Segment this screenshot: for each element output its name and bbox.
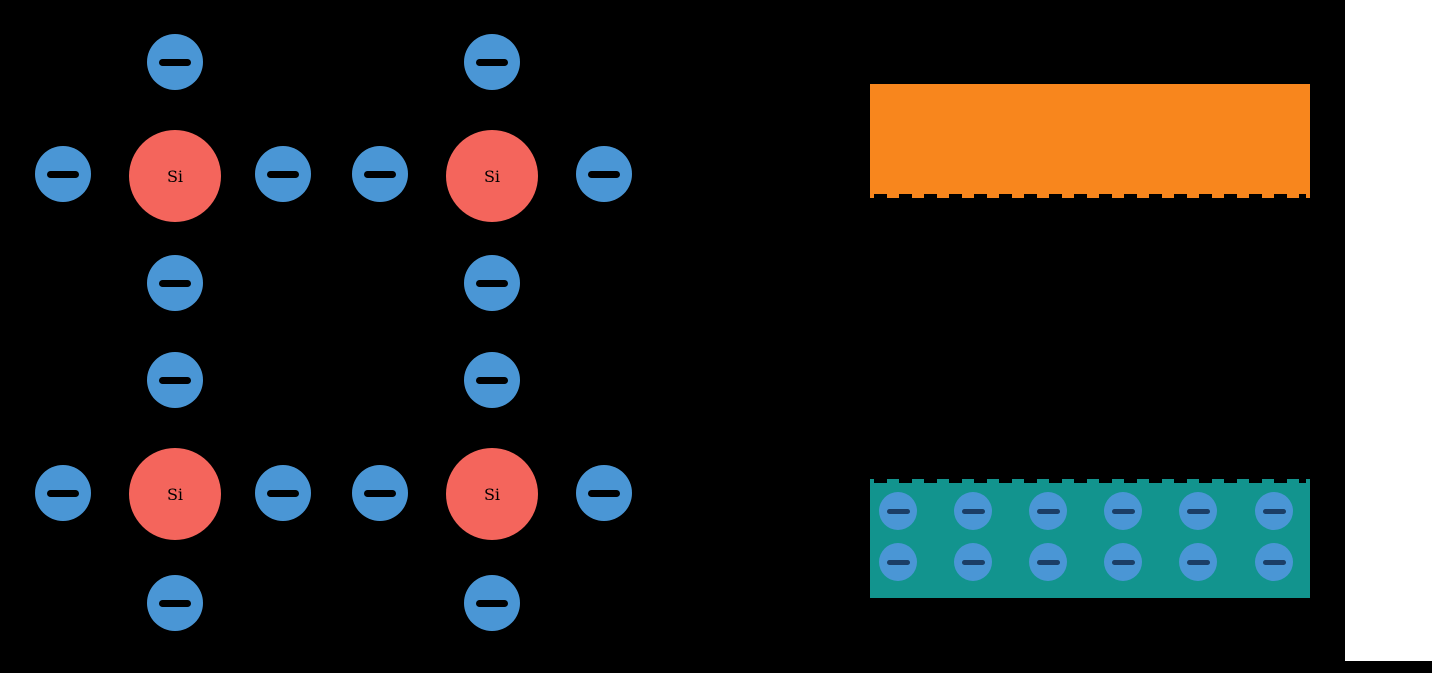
- bond-electron: [147, 34, 203, 90]
- minus-icon: [159, 279, 191, 287]
- si-atom-label: Si: [166, 484, 184, 504]
- minus-icon: [1186, 559, 1210, 565]
- bond-electron: [576, 465, 632, 521]
- minus-icon: [47, 489, 79, 497]
- bond-electron: [255, 146, 311, 202]
- bond-electron: [576, 146, 632, 202]
- valence-electron: [954, 543, 992, 581]
- minus-icon: [159, 58, 191, 66]
- side-panel: [1345, 0, 1432, 661]
- minus-icon: [476, 376, 508, 384]
- valence-electron: [1029, 492, 1067, 530]
- minus-icon: [364, 170, 396, 178]
- bond-electron: [35, 465, 91, 521]
- bond-electron: [464, 34, 520, 90]
- minus-icon: [961, 559, 985, 565]
- valence-electron: [954, 492, 992, 530]
- valence-electron: [1255, 543, 1293, 581]
- minus-icon: [1262, 508, 1286, 514]
- minus-icon: [1262, 559, 1286, 565]
- conduction-band-edge-dashed-line: [874, 194, 1306, 202]
- minus-icon: [1036, 508, 1060, 514]
- minus-icon: [476, 58, 508, 66]
- bond-electron: [255, 465, 311, 521]
- si-atom-label: Si: [483, 484, 501, 504]
- bond-electron: [147, 575, 203, 631]
- valence-electron: [1029, 543, 1067, 581]
- minus-icon: [1111, 508, 1135, 514]
- minus-icon: [961, 508, 985, 514]
- bond-electron: [147, 352, 203, 408]
- valence-electron: [1179, 492, 1217, 530]
- minus-icon: [159, 599, 191, 607]
- si-atom-label: Si: [483, 166, 501, 186]
- valence-electron: [1104, 543, 1142, 581]
- minus-icon: [1111, 559, 1135, 565]
- bond-electron: [147, 255, 203, 311]
- bond-electron: [464, 255, 520, 311]
- si-atom: Si: [446, 130, 538, 222]
- bond-electron: [352, 465, 408, 521]
- minus-icon: [886, 559, 910, 565]
- si-atom-label: Si: [166, 166, 184, 186]
- minus-icon: [476, 599, 508, 607]
- si-atom: Si: [129, 448, 221, 540]
- valence-electron: [879, 543, 917, 581]
- valence-band-edge-dashed-line: [874, 475, 1306, 483]
- si-atom: Si: [129, 130, 221, 222]
- minus-icon: [267, 170, 299, 178]
- valence-electron: [879, 492, 917, 530]
- valence-electron: [1179, 543, 1217, 581]
- minus-icon: [588, 170, 620, 178]
- valence-band: [870, 475, 1310, 598]
- si-atom: Si: [446, 448, 538, 540]
- minus-icon: [1036, 559, 1060, 565]
- bond-electron: [35, 146, 91, 202]
- minus-icon: [1186, 508, 1210, 514]
- valence-electron: [1255, 492, 1293, 530]
- minus-icon: [886, 508, 910, 514]
- valence-electron: [1104, 492, 1142, 530]
- bond-electron: [464, 575, 520, 631]
- minus-icon: [476, 279, 508, 287]
- conduction-band: [870, 84, 1310, 202]
- minus-icon: [47, 170, 79, 178]
- minus-icon: [267, 489, 299, 497]
- minus-icon: [159, 376, 191, 384]
- bond-electron: [352, 146, 408, 202]
- minus-icon: [588, 489, 620, 497]
- minus-icon: [364, 489, 396, 497]
- bond-electron: [464, 352, 520, 408]
